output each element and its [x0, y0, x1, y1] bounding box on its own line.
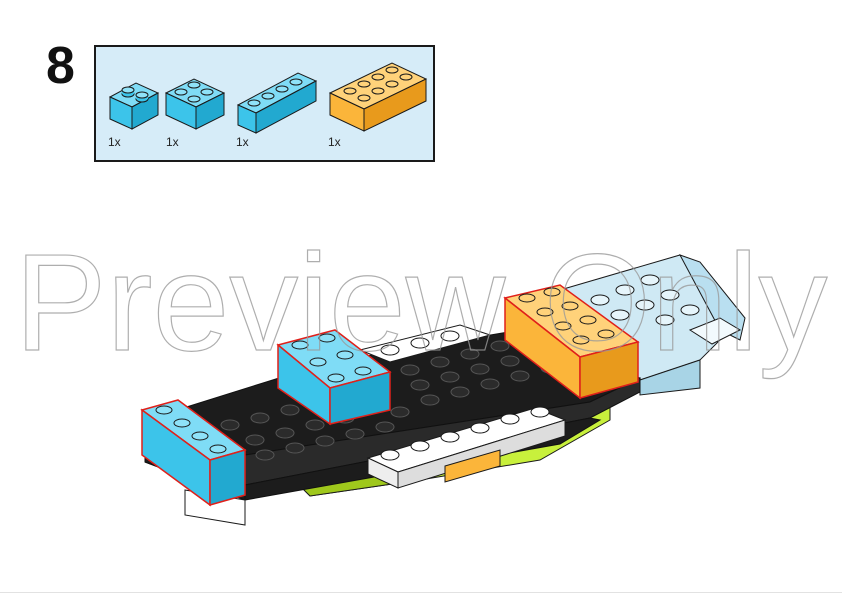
- part-qty: 1x: [166, 135, 179, 149]
- part-blue-brick-1x4: 1x: [234, 47, 320, 160]
- parts-list-panel: 1x 1x 1x: [94, 45, 435, 162]
- new-orange-brick-2x4: [503, 284, 640, 400]
- step-number: 8: [46, 37, 75, 95]
- page-divider: [0, 592, 842, 593]
- part-blue-brick-1x2: 1x: [106, 47, 166, 160]
- watermark-text: Preview Only: [15, 226, 828, 380]
- part-qty: 1x: [328, 135, 341, 149]
- part-orange-brick-2x4: 1x: [326, 47, 430, 160]
- white-plate-back: [358, 324, 492, 363]
- white-plate-front: [366, 406, 567, 489]
- part-blue-brick-2x2: 1x: [162, 47, 228, 160]
- blue-brick-1x2-icon: [108, 82, 160, 130]
- part-qty: 1x: [108, 135, 121, 149]
- black-studs: [220, 340, 560, 461]
- blue-brick-2x2-icon: [164, 78, 226, 130]
- orange-brick-2x4-icon: [328, 62, 428, 132]
- blue-brick-1x4-icon: [236, 72, 318, 134]
- new-blue-brick-2x2: [276, 329, 392, 426]
- new-blue-brick-1x4: [140, 399, 247, 507]
- part-qty: 1x: [236, 135, 249, 149]
